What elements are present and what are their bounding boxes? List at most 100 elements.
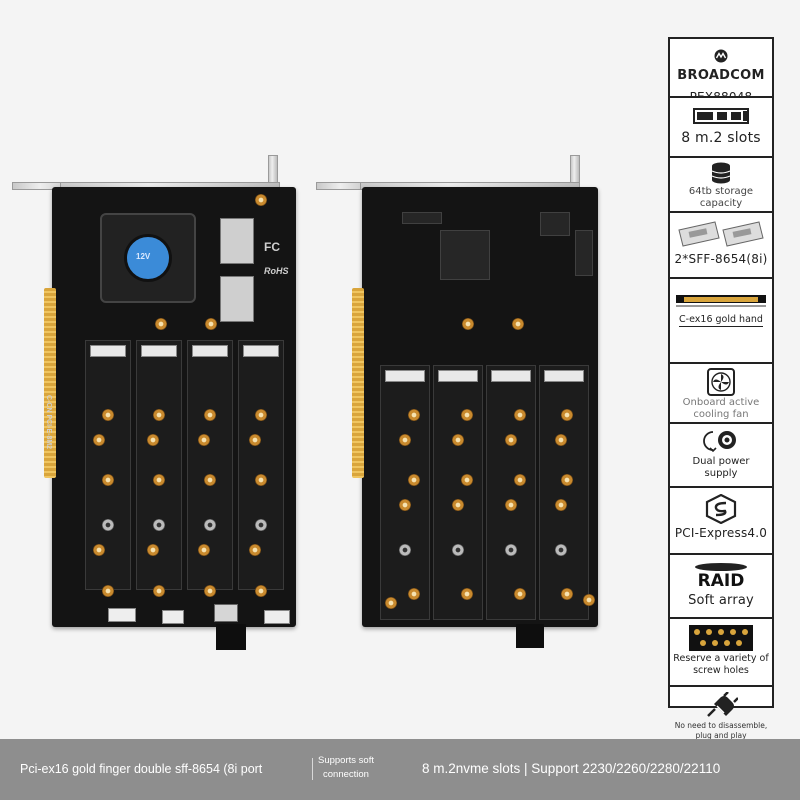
feature-plug: No need to disassemble, plug and play [670,687,772,750]
screw-holes-icon [689,625,753,651]
m2-connector [491,370,531,382]
cooling-fan [100,213,196,303]
screw-hole [514,409,526,421]
silk-rohs: RoHS [264,266,289,276]
back-m2-column-3 [486,365,536,620]
feature-power: Dual power supply [670,424,772,488]
screw-hole [102,409,114,421]
screw-hole [385,597,397,609]
raid-label: Soft array [688,593,754,608]
pcb-chip [575,230,593,276]
goldhand-label: C-ex16 gold hand [679,314,763,327]
m2-connector [544,370,584,382]
screw-hole [408,409,420,421]
pcie-label: PCI-Express4.0 [674,526,768,540]
broadcom-logo: BROADCOM [670,48,772,84]
screw-hole [204,409,216,421]
screw-hole [255,519,267,531]
feature-goldhand: C-ex16 gold hand [670,279,772,364]
back-m2-column-1 [380,365,430,620]
front-m2-column-1 [85,340,131,590]
screw-hole [153,474,165,486]
banner-mid-line2: connection [323,769,369,780]
screw-hole [514,588,526,600]
screw-hole [452,544,464,556]
feature-list: BROADCOM PEX88048 8 m.2 slots 64tb stora… [668,37,774,740]
raid-badge: RAID [697,571,745,591]
back-pcb-tab [516,624,544,648]
screw-hole [462,318,474,330]
screw-hole [102,519,114,531]
screw-hole [249,544,261,556]
screw-hole [461,588,473,600]
m2-connector [141,345,177,357]
feature-pcie: PCI-Express4.0 [670,488,772,555]
feature-storage: 64tb storage capacity [670,158,772,213]
screw-hole [204,519,216,531]
screw-hole [249,434,261,446]
feature-screws: Reserve a variety of screw holes [670,619,772,687]
m2-connector [438,370,478,382]
plug-icon [707,692,738,717]
feature-m2-slots: 8 m.2 slots [670,98,772,158]
feature-raid: RAID Soft array [670,555,772,619]
back-m2-column-4 [539,365,589,620]
front-m2-column-3 [187,340,233,590]
screw-hole [399,434,411,446]
screw-hole [514,474,526,486]
m2-connector [385,370,425,382]
pcb-chip [540,212,570,236]
m2-card-icon [693,108,749,124]
power-label: Dual power supply [692,456,750,479]
screw-hole [583,594,595,606]
screw-hole [255,474,267,486]
power-connector [264,610,290,624]
screw-hole [555,434,567,446]
screw-hole [555,544,567,556]
feature-fan: Onboard active cooling fan [670,364,772,424]
screw-hole [399,544,411,556]
front-pcb-tab [216,624,246,650]
screw-hole [399,499,411,511]
screw-hole [147,434,159,446]
front-m2-column-2 [136,340,182,590]
screw-hole [198,434,210,446]
plug-label: No need to disassemble, plug and play [674,721,768,740]
screw-hole [561,588,573,600]
screw-hole [408,588,420,600]
power-connector [162,610,184,624]
broadcom-model: PEX88048 [689,90,753,98]
broadcom-logo-icon [714,49,728,63]
screw-hole [452,434,464,446]
bottom-banner: Pci-ex16 gold finger double sff-8654 (8i… [0,739,800,800]
screw-hole [561,409,573,421]
screw-hole [505,434,517,446]
database-icon [711,162,731,184]
screw-hole [255,409,267,421]
pcb-chip [402,212,442,224]
screw-hole [155,318,167,330]
screw-hole [555,499,567,511]
screw-hole [102,474,114,486]
feature-sff: 2*SFF-8654(8i) [670,213,772,279]
sff-8654-port-1 [220,218,254,264]
screw-hole [93,544,105,556]
screw-hole [205,318,217,330]
screw-hole [561,474,573,486]
screw-hole [198,544,210,556]
screw-hole [147,544,159,556]
banner-divider [312,758,313,780]
sff-connector-icon [678,221,764,247]
silk-model: C-CN PCI-E-8M2 [45,395,52,450]
broadcom-brand: BROADCOM [677,68,765,83]
power-icon [703,431,736,453]
screw-hole [153,519,165,531]
screw-hole [93,434,105,446]
screw-hole [408,474,420,486]
screw-hole [461,474,473,486]
screws-label: Reserve a variety of screw holes [673,653,769,676]
banner-mid-text: Supports soft connection [318,754,374,782]
back-m2-column-2 [433,365,483,620]
banner-left-text: Pci-ex16 gold finger double sff-8654 (8i… [20,762,263,776]
pcb-chip [440,230,490,280]
